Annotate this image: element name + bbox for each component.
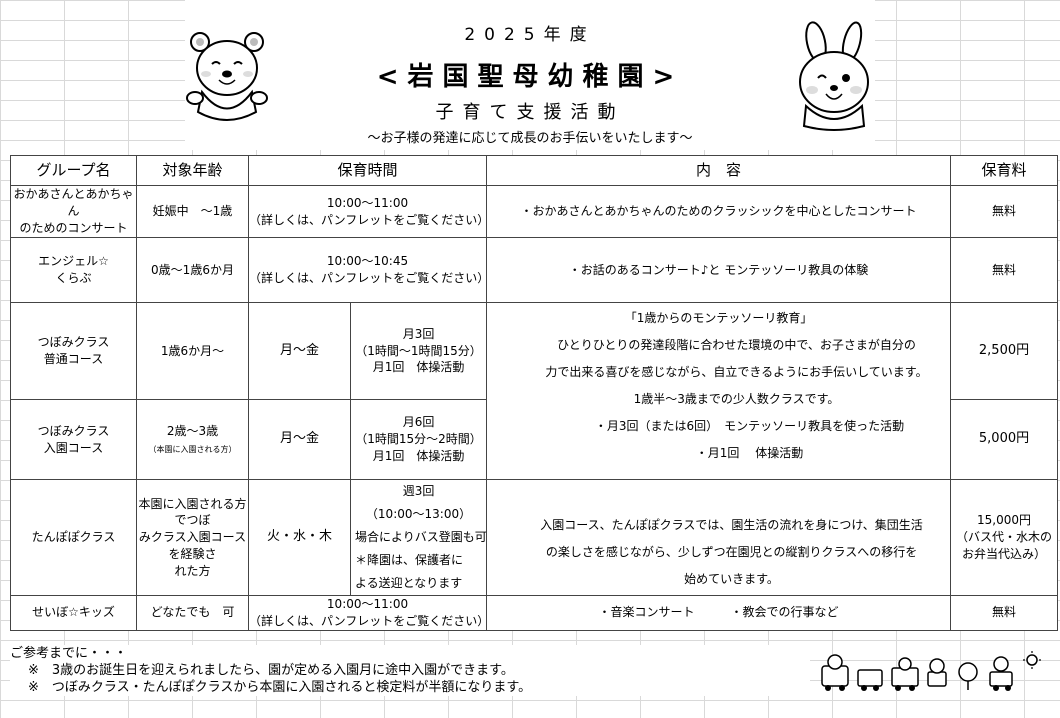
activity-title: 子育て支援活動 [435,102,625,123]
target-age: 0歳～1歳6か月 [136,237,249,303]
header-fee: 保育料 [950,155,1059,186]
table-row: たんぽぽクラス 本園に入園される方でつぼみクラス入園コースを経験された方 火・水… [10,479,1059,596]
table-row: せいぼ☆キッズ どなたでも 可 10:00～11:00（詳しくは、パンフレットを… [10,595,1059,631]
table-row: おかあさんとあかちゃんのためのコンサート 妊娠中 ～1歳 10:00～11:00… [10,185,1059,238]
fee-cell: 2,500円 [950,302,1059,400]
fee-cell: 無料 [950,237,1059,303]
fee-cell: 無料 [950,595,1059,631]
days-cell: 月～金 [248,399,351,480]
table-row: エンジェル☆くらぶ 0歳～1歳6か月 10:00～10:45（詳しくは、パンフレ… [10,237,1059,303]
footer-note: ※ つぼみクラス・たんぽぽクラスから本園に入園されると検定料が半額になります。 [28,680,532,695]
detail-cell: 月6回（1時間15分～2時間）月1回 体操活動 [349,399,488,480]
content-line: 1歳半～3歳までの少人数クラスです。 [633,392,840,406]
group-name: つぼみクラス普通コース [10,302,137,400]
content-line: ・月3回（または6回） モンテッソーリ教具を使った活動 [594,419,905,433]
group-name: つぼみクラス入園コース [10,399,137,480]
content-line: 入園コース、たんぽぽクラスでは、園生活の流れを身につけ、集団生活 [540,518,923,532]
rabbit-mascot-icon [799,21,869,131]
content-cell: ・音楽コンサート ・教会での行事など [486,595,952,631]
content-line: ・月1回 体操活動 [695,446,804,460]
bear-mascot-icon [186,32,268,121]
content-line: 力で出来る喜びを感じながら、自立できるようにお手伝いしています。 [545,365,928,379]
group-name: せいぼ☆キッズ [10,595,137,631]
detail-cell: 週3回 （10:00～13:00） 場合によりバス登園も可 ＊降園は、保護者に … [349,479,488,596]
content-cell: ・おかあさんとあかちゃんのためのクラッシックを中心としたコンサート [486,185,952,238]
subtitle: ～お子様の発達に応じて成長のお手伝いをいたします～ [367,131,693,146]
content-line: の楽しさを感じながら、少しずつ在園児との縦割りクラスへの移行を [545,545,918,559]
header: 2025年度 <岩国聖母幼稚園> 子育て支援活動 ～お子様の発達に応じて成長のお… [185,0,875,150]
target-age: 本園に入園される方でつぼみクラス入園コースを経験された方 [136,479,249,596]
fee-cell: 15,000円（バス代・水木のお弁当代込み） [950,479,1059,596]
footer-notes: ご参考までに・・・ ※ 3歳のお誕生日を迎えられましたら、園が定める入園月に途中… [10,645,810,696]
header-time: 保育時間 [247,155,488,186]
group-name: たんぽぽクラス [10,479,137,596]
time-cell: 10:00～10:45（詳しくは、パンフレットをご覧ください） [247,237,489,303]
content-line: 始めていきます。 [684,572,779,586]
header-content: 内 容 [486,155,952,186]
school-name: <岩国聖母幼稚園> [376,62,684,92]
target-age: 妊娠中 ～1歳 [136,185,249,238]
target-age: 2歳～3歳（本園に入園される方） [136,399,249,480]
footer-note: ※ 3歳のお誕生日を迎えられましたら、園が定める入園月に途中入園ができます。 [28,663,514,678]
target-age: どなたでも 可 [136,595,249,631]
content-line: 「1歳からのモンテッソーリ教育」 [624,311,813,325]
days-cell: 火・水・木 [248,479,351,596]
content-cell: ・お話のあるコンサート♪と モンテッソーリ教具の体験 [486,237,952,303]
footer-lead: ご参考までに・・・ [10,646,128,661]
tanpopo-content-cell: 入園コース、たんぽぽクラスでは、園生活の流れを身につけ、集団生活 の楽しさを感じ… [486,479,952,596]
content-line: ひとりひとりの発達段階に合わせた環境の中で、お子さまが自分の [557,338,916,352]
target-age: 1歳6か月～ [136,302,249,400]
schedule-table: グループ名 対象年齢 保育時間 内 容 保育料 おかあさんとあかちゃんのためのコ… [10,155,1059,631]
header-age: 対象年齢 [136,155,249,186]
fee-cell: 無料 [950,185,1059,238]
table-row: つぼみクラス普通コース 1歳6か月～ 月～金 月3回（1時間～1時間15分）月1… [10,302,1059,480]
fee-cell: 5,000円 [950,399,1059,480]
days-cell: 月～金 [248,302,351,400]
time-cell: 10:00～11:00（詳しくは、パンフレットをご覧ください） [247,595,489,631]
tsubomi-content-cell: 「1歳からのモンテッソーリ教育」 ひとりひとりの発達段階に合わせた環境の中で、お… [486,302,952,480]
table-header-row: グループ名 対象年齢 保育時間 内 容 保育料 [10,155,1059,186]
age-note: （本園に入園される方） [148,444,237,454]
year-title: 2025年度 [464,25,596,45]
group-name: おかあさんとあかちゃんのためのコンサート [10,185,137,238]
detail-cell: 月3回（1時間～1時間15分）月1回 体操活動 [349,302,488,400]
animal-train-icon [821,651,1041,691]
time-cell: 10:00～11:00（詳しくは、パンフレットをご覧ください） [247,185,489,238]
group-name: エンジェル☆くらぶ [10,237,137,303]
schedule-table-wrapper: グループ名 対象年齢 保育時間 内 容 保育料 おかあさんとあかちゃんのためのコ… [10,155,1059,631]
header-group: グループ名 [10,155,137,186]
table-row: つぼみクラス入園コース 2歳～3歳（本園に入園される方） 月～金 月6回（1時間… [10,399,1059,480]
